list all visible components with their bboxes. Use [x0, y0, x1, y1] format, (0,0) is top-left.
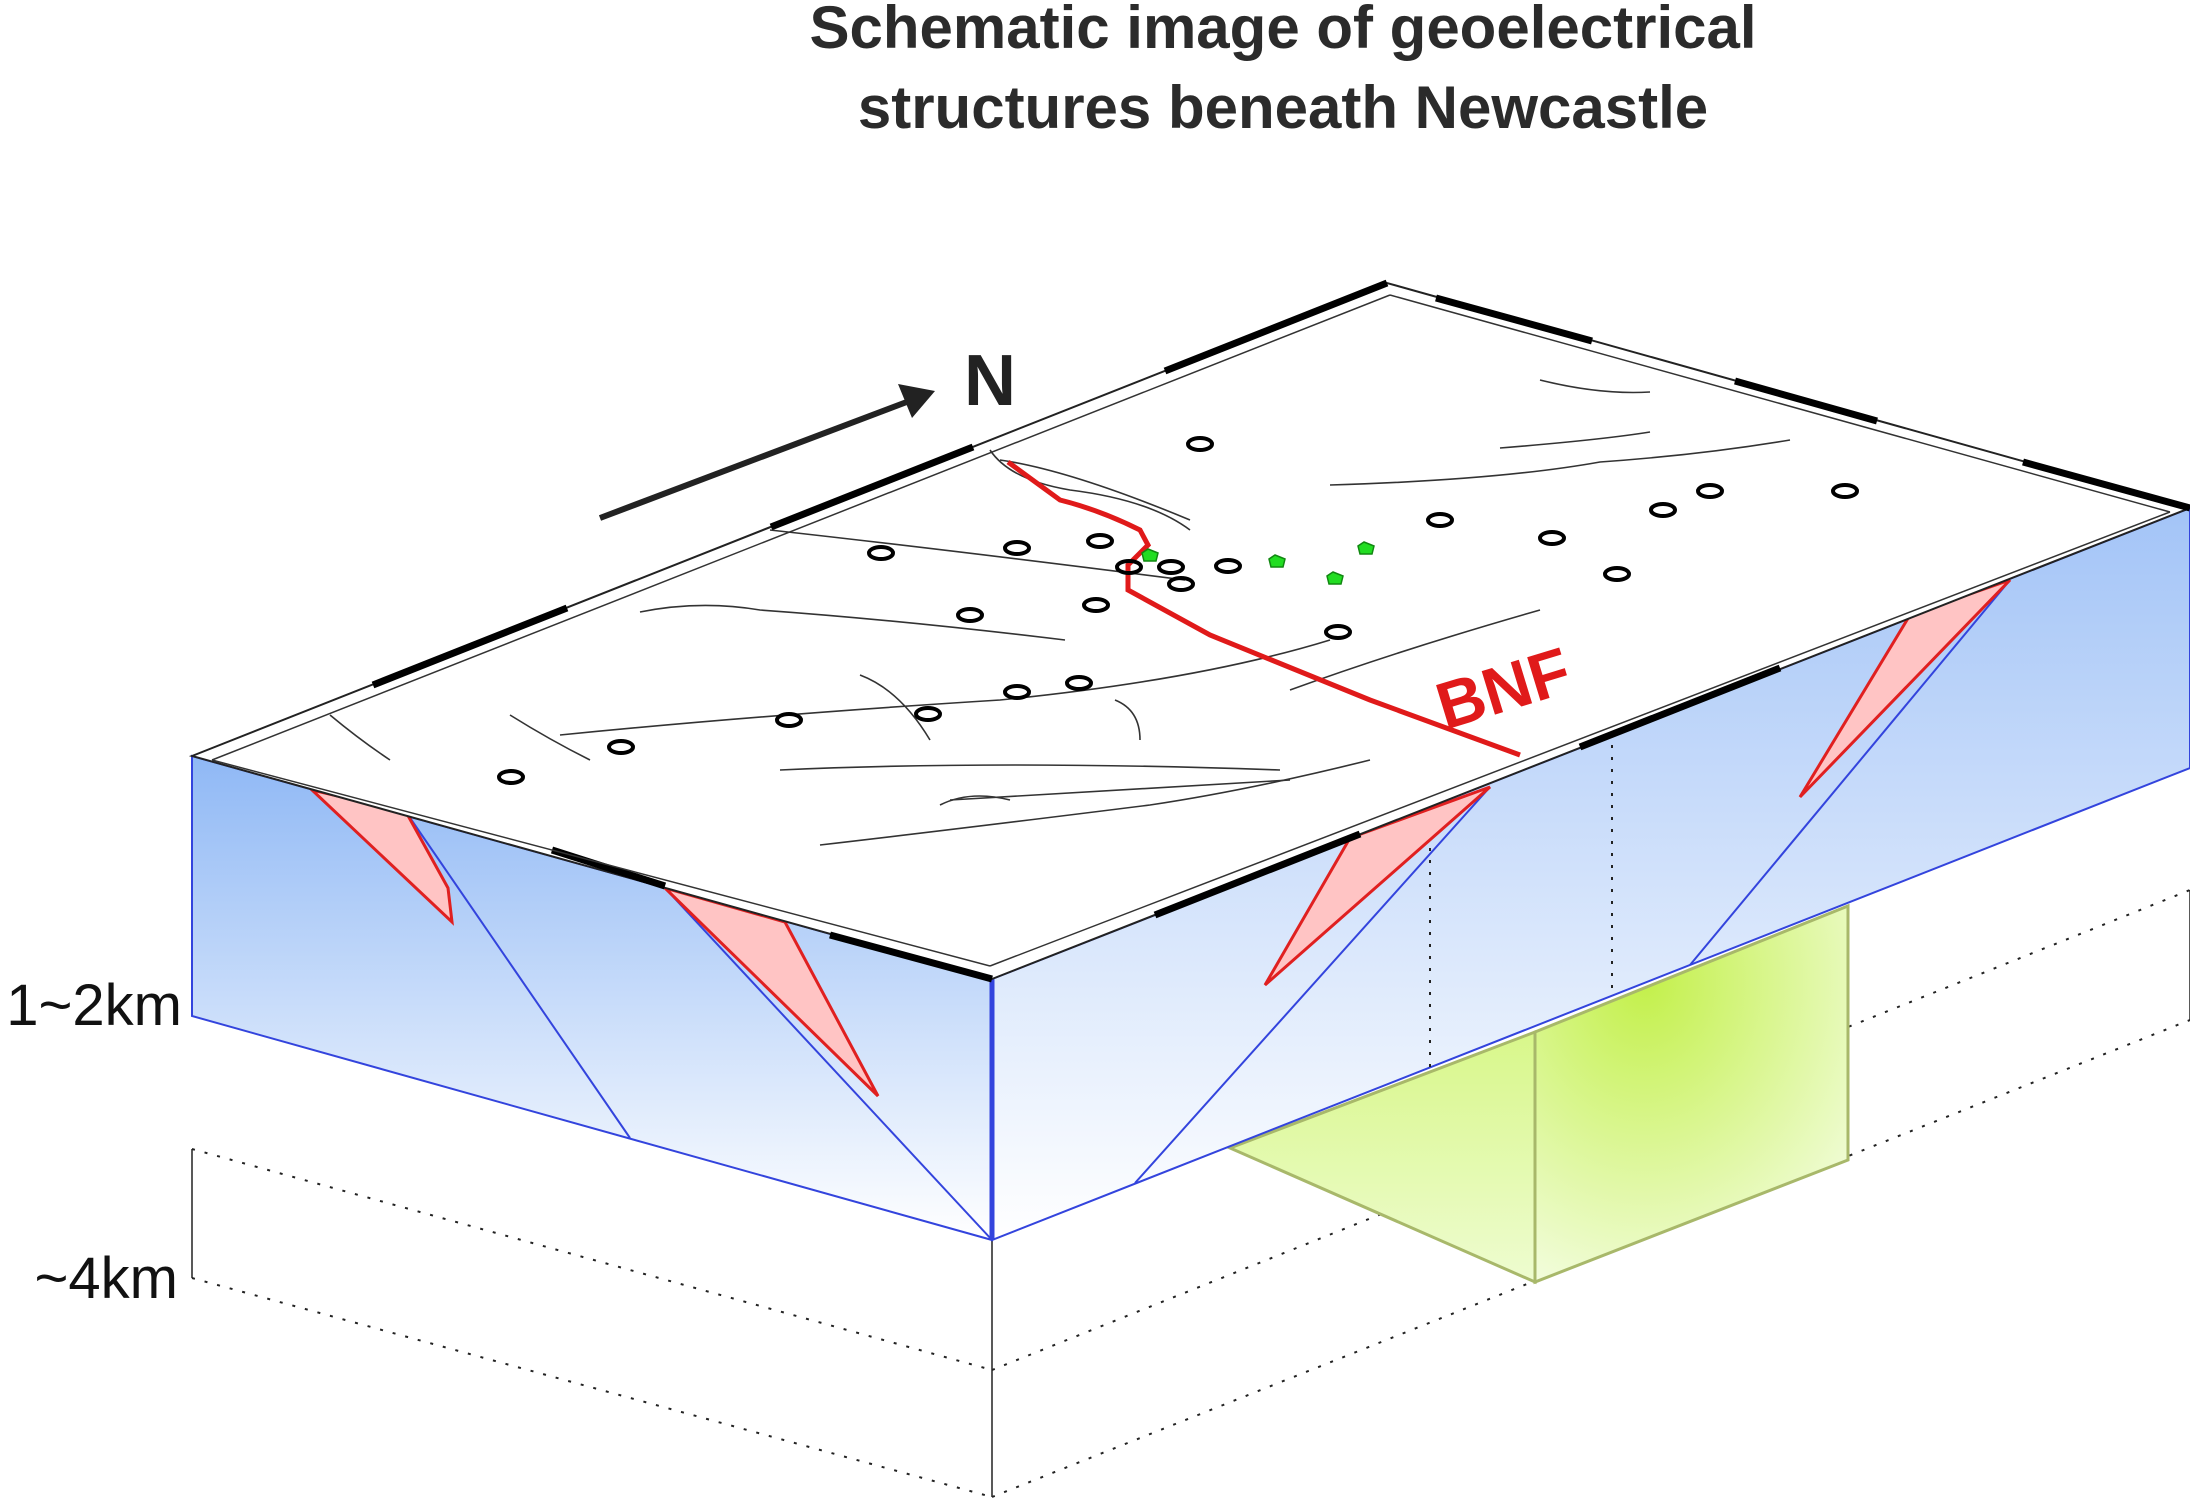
station-icon	[607, 739, 635, 755]
front-face-guides	[1429, 733, 1613, 1070]
fault-wedge-3	[1263, 785, 1491, 987]
station-icon	[914, 706, 942, 722]
station-icon	[956, 607, 984, 623]
station-icon	[497, 769, 525, 785]
station-icon	[1426, 512, 1454, 528]
top-edge-scale-bars	[371, 279, 2190, 983]
station-icon	[1649, 502, 1677, 518]
north-arrow-icon	[598, 384, 935, 521]
bnf-fault-trace	[1006, 459, 1521, 758]
station-icon	[1186, 436, 1214, 452]
station-icon	[1003, 684, 1031, 700]
green-sites	[1141, 541, 1375, 585]
station-icon	[1831, 483, 1859, 499]
geologic-lines	[329, 379, 1791, 846]
deep-conductive-body	[1226, 903, 1850, 1285]
station-icon	[1214, 558, 1242, 574]
station-icon	[1696, 483, 1724, 499]
title-line-2: structures beneath Newcastle	[858, 74, 1708, 141]
station-icon	[1324, 624, 1352, 640]
station-icon	[1538, 530, 1566, 546]
stations	[497, 436, 1859, 785]
depth-label-deep: ~4km	[35, 1246, 178, 1311]
station-icon	[1065, 675, 1093, 691]
north-label: N	[964, 341, 1016, 421]
station-icon	[1167, 576, 1195, 592]
title-line-1: Schematic image of geoelectrical	[809, 0, 1756, 61]
station-icon	[1603, 566, 1631, 582]
station-icon	[1003, 540, 1031, 556]
station-icon	[1157, 559, 1185, 575]
fault-traces	[405, 579, 2011, 1241]
station-icon	[775, 712, 803, 728]
green-pentagon-icon	[1268, 554, 1286, 568]
green-pentagon-icon	[1326, 571, 1344, 585]
station-icon	[1086, 533, 1114, 549]
top-surface	[188, 281, 2190, 981]
depth-label-shallow: 1~2km	[6, 973, 182, 1038]
station-icon	[867, 545, 895, 561]
deep-body-front-face	[1533, 903, 1850, 1285]
green-pentagon-icon	[1357, 541, 1375, 555]
station-icon	[1115, 559, 1143, 575]
top-edge-inner-border	[211, 294, 2171, 967]
green-pentagon-icon	[1141, 548, 1159, 562]
basement-wireframe	[191, 889, 2190, 1498]
station-icon	[1082, 597, 1110, 613]
